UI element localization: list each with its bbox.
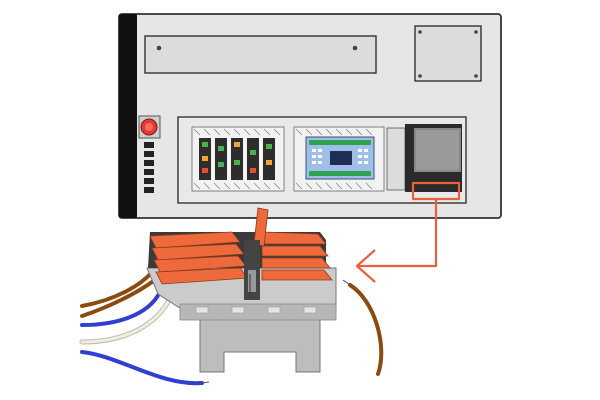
square-access-panel: [414, 25, 482, 82]
wire-brown: [80, 280, 154, 318]
panel-screw-icon: [418, 74, 422, 78]
panel-screw-icon: [474, 30, 478, 34]
wire-blue: [80, 290, 162, 327]
wire-bundle: [79, 270, 384, 386]
wire-blue: [80, 350, 204, 386]
control-cabinet: [118, 13, 502, 219]
connector-base: [199, 317, 321, 373]
lever-group-right: [261, 231, 333, 281]
controller-board: [293, 126, 385, 192]
emergency-stop-button: [138, 115, 161, 139]
arrow-head-icon: [355, 249, 376, 283]
lever-wire-connector: [146, 207, 337, 373]
panel-screw-icon: [352, 45, 358, 51]
panel-screw-icon: [418, 30, 422, 34]
stripped-wire-ends: [201, 279, 351, 384]
panel-screw-icon: [474, 74, 478, 78]
wire-brown: [80, 270, 154, 308]
cabinet-left-strip: [119, 14, 137, 218]
power-supply-unit: [386, 124, 462, 192]
top-access-panel: [144, 35, 377, 74]
callout-line: [357, 199, 438, 268]
panel-screw-icon: [156, 45, 162, 51]
callout-arrow: [355, 181, 461, 283]
terminal-block-module: [191, 126, 285, 192]
wire-white: [80, 300, 170, 344]
indicator-column: [144, 142, 154, 193]
raised-lever: [253, 207, 269, 247]
lever-group-left: [149, 231, 249, 285]
wire-brown-loose: [348, 283, 384, 376]
